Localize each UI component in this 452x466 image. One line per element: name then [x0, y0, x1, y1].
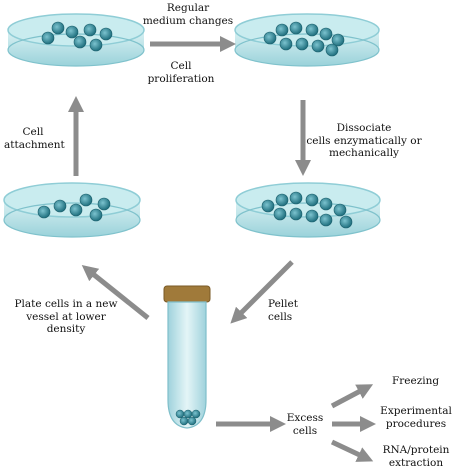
label-freezing: Freezing	[392, 375, 440, 387]
label-plate: Plate cells in a new vessel at lower den…	[14, 298, 118, 335]
arrow-pellet	[230, 260, 294, 324]
label-rna-protein-extraction: RNA/protein extraction	[382, 444, 450, 466]
label-proliferation: Cell proliferation	[147, 60, 215, 85]
label-attachment: Cell attachment	[4, 126, 65, 151]
cell-pellet	[175, 409, 201, 426]
tube-cap	[163, 285, 211, 303]
dish-top-left	[7, 13, 145, 67]
label-excess-cells: Excess cells	[286, 412, 324, 437]
dish-top-right	[234, 13, 380, 67]
cells-middle-right	[261, 191, 353, 229]
arrow-plate	[81, 265, 150, 320]
arrow-freezing	[330, 384, 374, 409]
cells-middle-left	[37, 193, 111, 222]
label-experimental-procedures: Experimental procedures	[380, 405, 452, 430]
label-dissociate: Dissociate cells enzymatically or mechan…	[306, 122, 422, 159]
cells-top-left	[41, 21, 113, 52]
centrifuge-tube	[163, 285, 211, 429]
label-pellet: Pellet cells	[268, 298, 298, 323]
label-medium-changes: Regular medium changes	[142, 2, 234, 27]
arrow-rna	[330, 439, 374, 462]
cells-top-right	[263, 21, 345, 57]
dish-middle-right	[235, 182, 381, 238]
dish-middle-left	[3, 182, 141, 238]
